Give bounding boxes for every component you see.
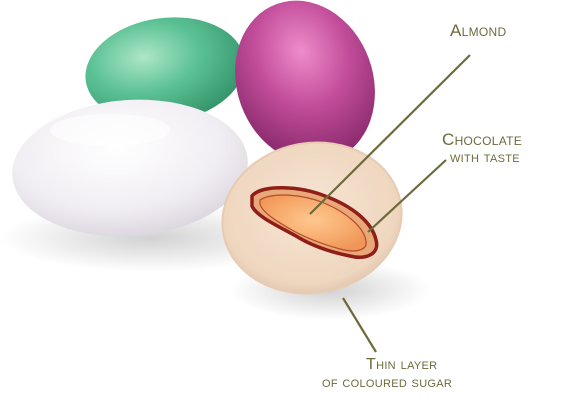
chocolate-label: Chocolate with taste: [442, 131, 522, 167]
chocolate-label-line2: with taste: [442, 149, 522, 167]
sugar-layer-label: Thin layer of coloured sugar: [322, 356, 452, 392]
almond-label: Almond: [450, 22, 506, 40]
chocolate-label-line1: Chocolate: [442, 130, 522, 149]
almond-label-text: Almond: [450, 21, 506, 40]
sugar-label-line2: of coloured sugar: [322, 374, 452, 392]
sugar-label-line1: Thin layer: [322, 356, 452, 374]
white-almond-highlight: [50, 114, 170, 146]
